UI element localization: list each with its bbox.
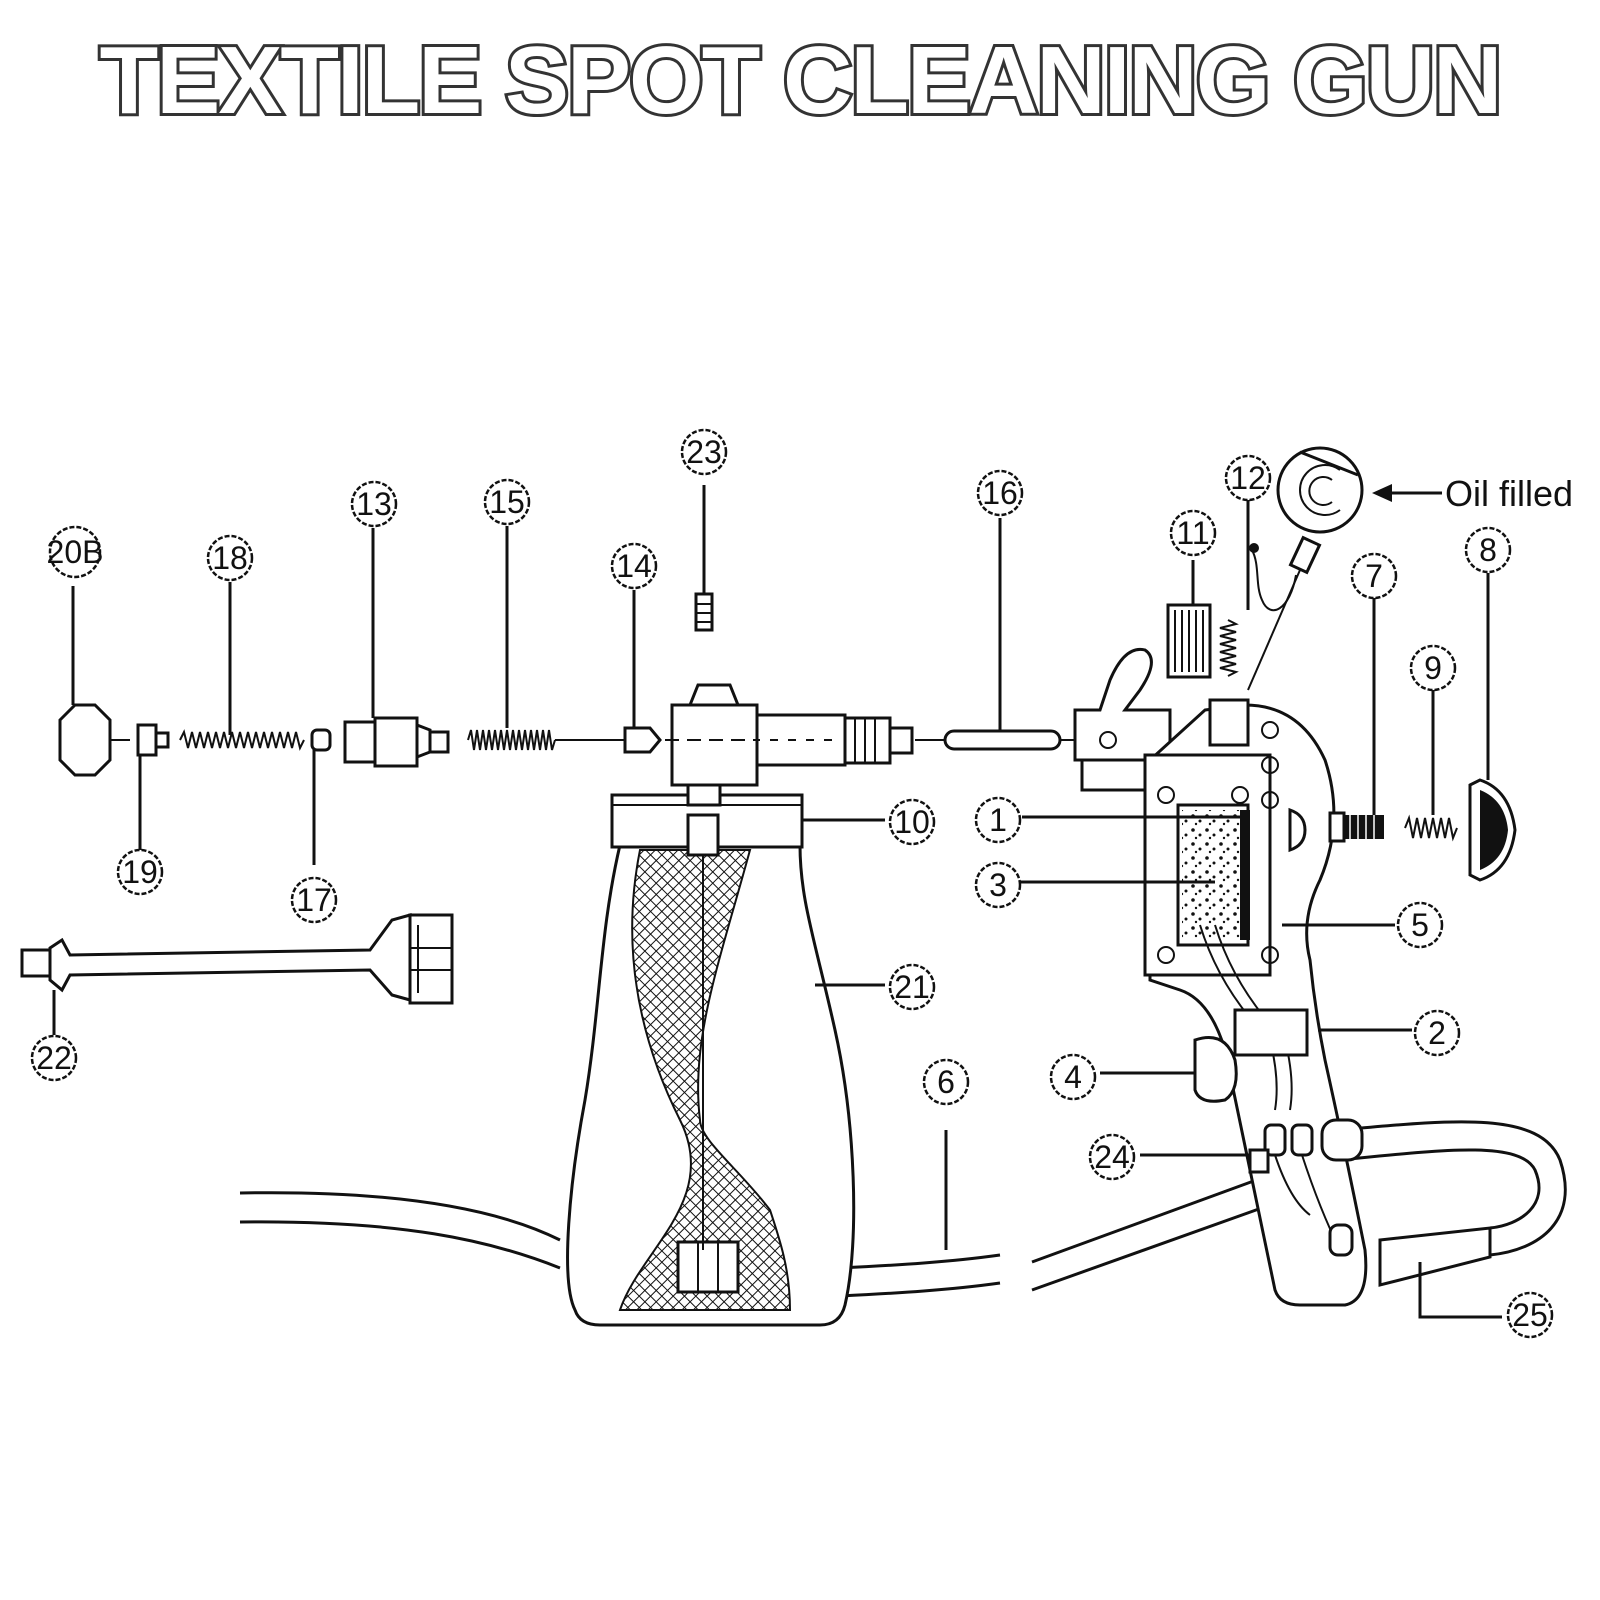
spring-18 (179, 729, 305, 751)
page-title: TEXTILE SPOT CLEANING GUN (97, 25, 1506, 136)
callout-label: 1 (989, 802, 1007, 838)
rod-16 (943, 729, 1062, 751)
callout-15: 15 (483, 478, 531, 526)
part-11 (1166, 603, 1212, 679)
callout-label: 9 (1424, 650, 1442, 686)
callout-19: 19 (116, 848, 164, 896)
callout-3: 3 (974, 861, 1022, 909)
callout-11: 11 (1169, 509, 1217, 557)
spring-9 (1404, 814, 1458, 842)
callout-label: 17 (296, 882, 332, 918)
callout-12: 12 (1224, 454, 1272, 502)
bottle (566, 843, 856, 1327)
callout-label: 11 (1176, 515, 1209, 551)
callout-21: 21 (888, 963, 936, 1011)
callout-9: 9 (1409, 644, 1457, 692)
callout-label: 24 (1094, 1139, 1130, 1175)
callout-18: 18 (206, 534, 254, 582)
cap-8 (1468, 778, 1517, 882)
callout-label: 21 (894, 969, 930, 1005)
oil-filled-gauge (1247, 446, 1442, 691)
nut-20b (58, 703, 130, 777)
pump-head (670, 683, 914, 807)
callout-23: 23 (680, 428, 728, 476)
callout-24: 24 (1088, 1133, 1136, 1181)
callout-4: 4 (1049, 1053, 1097, 1101)
valve-body-13 (343, 716, 450, 768)
callout-label: 15 (489, 484, 525, 520)
callout-16: 16 (976, 469, 1024, 517)
callout-2: 2 (1413, 1009, 1461, 1057)
part-7 (1328, 811, 1384, 843)
callout-label: 3 (989, 867, 1007, 903)
return-hose (1339, 1120, 1567, 1287)
leader-lines (52, 485, 1502, 1319)
callout-label: 10 (894, 804, 930, 840)
seal-17 (310, 728, 332, 752)
callout-label: 16 (982, 475, 1018, 511)
callout-label: 19 (122, 854, 158, 890)
callout-label: 2 (1428, 1015, 1446, 1051)
seat-19 (136, 723, 170, 757)
callout-6: 6 (922, 1058, 970, 1106)
callout-label: 18 (212, 540, 248, 576)
callout-8: 8 (1464, 526, 1512, 574)
callout-label: 23 (686, 434, 722, 470)
callout-label: 7 (1365, 558, 1383, 594)
spring-12 (1219, 619, 1239, 677)
oil-filled-label: Oil filled (1445, 473, 1573, 514)
callout-7: 7 (1350, 552, 1398, 600)
callout-20b: 20B (47, 525, 104, 579)
callout-25: 25 (1506, 1291, 1554, 1339)
callout-label: 20B (47, 534, 104, 570)
callout-17: 17 (290, 876, 338, 924)
callout-label: 5 (1411, 907, 1429, 943)
callout-1: 1 (974, 796, 1022, 844)
callout-label: 14 (616, 548, 652, 584)
callout-label: 8 (1479, 532, 1497, 568)
callout-22: 22 (30, 1034, 78, 1082)
callout-label: 25 (1512, 1297, 1548, 1333)
callout-5: 5 (1396, 901, 1444, 949)
nozzle-extension (20, 913, 454, 1005)
spring-15 (467, 729, 625, 751)
callout-13: 13 (350, 480, 398, 528)
power-cord (239, 1173, 1271, 1298)
callout-14: 14 (610, 542, 658, 590)
needle-14 (623, 726, 662, 754)
callout-label: 13 (356, 486, 392, 522)
gun-housing (1143, 698, 1368, 1307)
callout-label: 12 (1230, 460, 1266, 496)
screw-23 (694, 592, 714, 632)
callout-label: 22 (36, 1040, 72, 1076)
callout-label: 4 (1064, 1059, 1082, 1095)
callout-10: 10 (888, 798, 936, 846)
callout-label: 6 (937, 1064, 955, 1100)
